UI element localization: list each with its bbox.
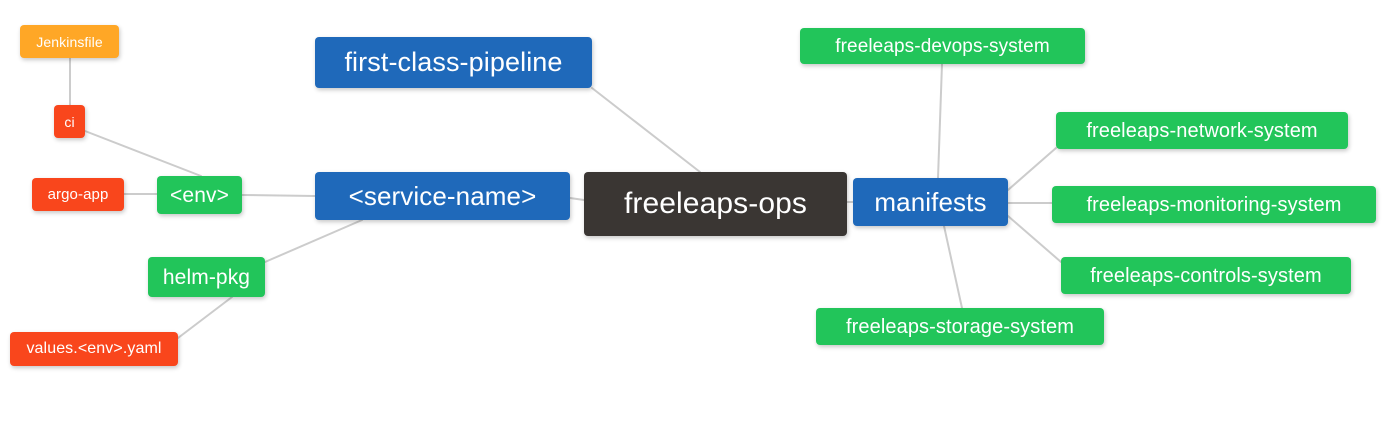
node-freeleaps-monitoring-system[interactable]: freeleaps-monitoring-system <box>1052 186 1376 223</box>
node-label-helm-pkg: helm-pkg <box>162 265 251 289</box>
edge-ci-to-env <box>84 130 202 177</box>
edge-first-class-pipeline-to-freeleaps-ops <box>591 87 701 173</box>
edge-manifests-to-freeleaps-controls-system <box>1007 215 1062 263</box>
node-manifests[interactable]: manifests <box>853 178 1008 226</box>
node-ci[interactable]: ci <box>54 105 85 138</box>
node-first-class-pipeline[interactable]: first-class-pipeline <box>315 37 592 88</box>
edge-values-env-yaml-to-helm-pkg <box>177 296 233 339</box>
edge-manifests-to-freeleaps-storage-system <box>943 225 963 309</box>
node-freeleaps-devops-system[interactable]: freeleaps-devops-system <box>800 28 1085 64</box>
node-label-freeleaps-ops: freeleaps-ops <box>623 187 808 220</box>
node-env[interactable]: <env> <box>157 176 242 214</box>
node-label-freeleaps-devops-system: freeleaps-devops-system <box>835 35 1050 57</box>
edge-manifests-to-freeleaps-network-system <box>1007 147 1057 191</box>
node-helm-pkg[interactable]: helm-pkg <box>148 257 265 297</box>
node-freeleaps-storage-system[interactable]: freeleaps-storage-system <box>816 308 1104 345</box>
node-jenkinsfile[interactable]: Jenkinsfile <box>20 25 119 58</box>
edge-manifests-to-freeleaps-devops-system <box>937 63 943 179</box>
node-label-manifests: manifests <box>874 187 987 217</box>
node-label-argo-app: argo-app <box>47 186 109 203</box>
node-label-first-class-pipeline: first-class-pipeline <box>344 47 563 77</box>
node-values-env-yaml[interactable]: values.<env>.yaml <box>10 332 178 366</box>
node-service-name[interactable]: <service-name> <box>315 172 570 220</box>
node-label-ci: ci <box>64 113 75 130</box>
node-label-jenkinsfile: Jenkinsfile <box>36 33 103 50</box>
edge-env-to-service-name <box>241 194 316 197</box>
node-label-freeleaps-storage-system: freeleaps-storage-system <box>845 315 1075 338</box>
node-label-env: <env> <box>170 183 229 207</box>
node-label-values-env-yaml: values.<env>.yaml <box>26 340 162 357</box>
edge-service-name-to-freeleaps-ops <box>569 197 585 201</box>
node-label-service-name: <service-name> <box>348 181 537 211</box>
node-freeleaps-ops[interactable]: freeleaps-ops <box>584 172 847 236</box>
node-argo-app[interactable]: argo-app <box>32 178 124 211</box>
node-label-freeleaps-monitoring-system: freeleaps-monitoring-system <box>1086 193 1342 216</box>
node-label-freeleaps-network-system: freeleaps-network-system <box>1086 119 1318 142</box>
node-freeleaps-controls-system[interactable]: freeleaps-controls-system <box>1061 257 1351 294</box>
edge-helm-pkg-to-service-name <box>264 219 363 263</box>
node-label-freeleaps-controls-system: freeleaps-controls-system <box>1090 264 1322 287</box>
node-freeleaps-network-system[interactable]: freeleaps-network-system <box>1056 112 1348 149</box>
